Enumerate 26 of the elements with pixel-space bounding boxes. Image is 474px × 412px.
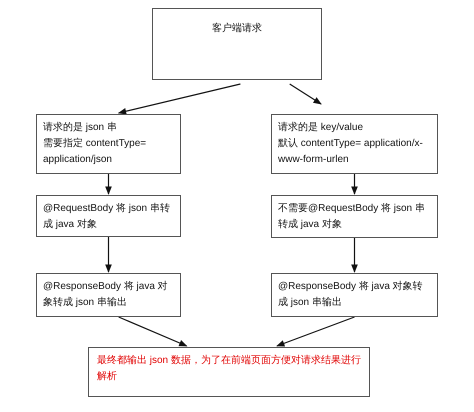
box-text: 需要指定 contentType= application/json [43, 136, 148, 167]
arrow [351, 238, 358, 273]
process-box [36, 273, 181, 317]
process-box [152, 8, 322, 80]
box-text: @RequestBody 将 json 串转成 java 对象 [43, 202, 171, 232]
arrow [351, 174, 358, 195]
box-text: 请求的是 key/value [278, 120, 364, 135]
box-text: 不需要@RequestBody 将 json 串转成 java 对象 [278, 202, 426, 232]
process-box [36, 114, 181, 174]
arrow [118, 83, 241, 115]
box-text: 请求的是 json 串 [43, 120, 117, 135]
arrow [105, 174, 112, 195]
box-text: 最终都输出 json 数据，为了在前端页面方便对请求结果进行解析 [97, 354, 361, 384]
box-text: @ResponseBody 将 java 对象转成 json 串输出 [278, 280, 424, 310]
arrow [276, 316, 355, 347]
box-text: 客户端请求 [212, 22, 262, 36]
box-text: @ResponseBody 将 java 对象转成 json 串输出 [43, 280, 169, 310]
process-box [271, 195, 438, 238]
box-text: 默认 contentType= application/x-www-form-urlen [278, 137, 424, 167]
process-box [271, 273, 438, 317]
arrow [289, 84, 322, 104]
process-box [271, 114, 438, 174]
process-box [88, 347, 370, 397]
process-box [36, 195, 181, 237]
arrow [105, 237, 112, 273]
arrow [118, 316, 188, 347]
